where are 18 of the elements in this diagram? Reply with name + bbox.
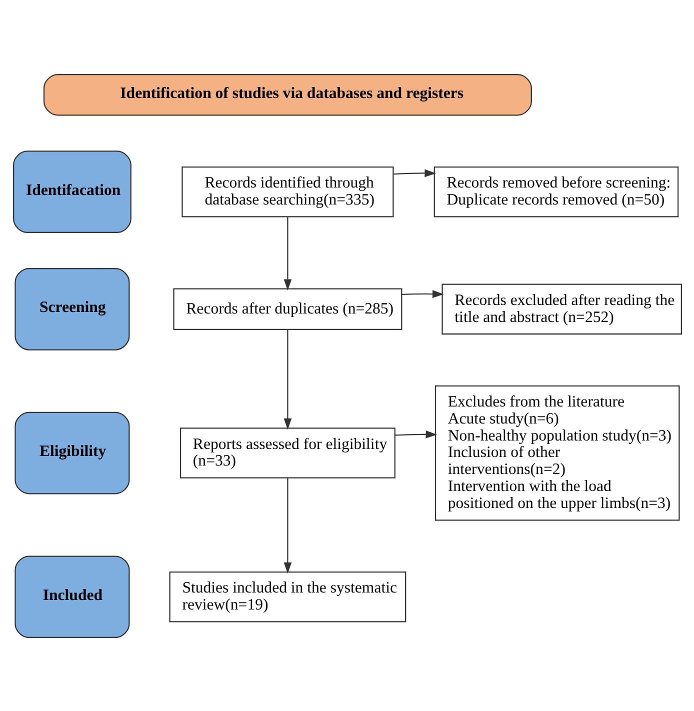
node-box: Reports assessed for eligibility (n=33)	[179, 427, 395, 478]
node-box: Identification of studies via databases and registers	[42, 73, 532, 116]
node-box: Records after duplicates (n=285)	[172, 288, 402, 330]
node-box: Records excluded after reading the title and abstract (n=252)	[441, 283, 682, 334]
arrow	[283, 216, 292, 290]
arrow	[393, 168, 436, 177]
arrow	[283, 329, 292, 430]
node-box: Studies included in the systematic review(n=19)	[168, 570, 406, 622]
arrow	[394, 430, 437, 438]
node-box: Included	[14, 555, 130, 638]
node-box: Identifacation	[12, 150, 131, 233]
arrow	[283, 477, 292, 574]
node-box: Records removed before screening: Duplicate records removed (n=50)	[433, 166, 678, 217]
node-box: Screening	[14, 268, 130, 350]
node-box: Eligibility	[14, 411, 130, 494]
arrow	[401, 290, 444, 298]
node-box: Records identified through database searching(n=335)	[181, 166, 394, 217]
node-box: Excludes from the literature Acute study(n=6) Non-healthy population study(n=3) Inclusion of other interventions(n=2) Intervention with the load positioned on the upper limbs(n=3)	[434, 384, 680, 520]
